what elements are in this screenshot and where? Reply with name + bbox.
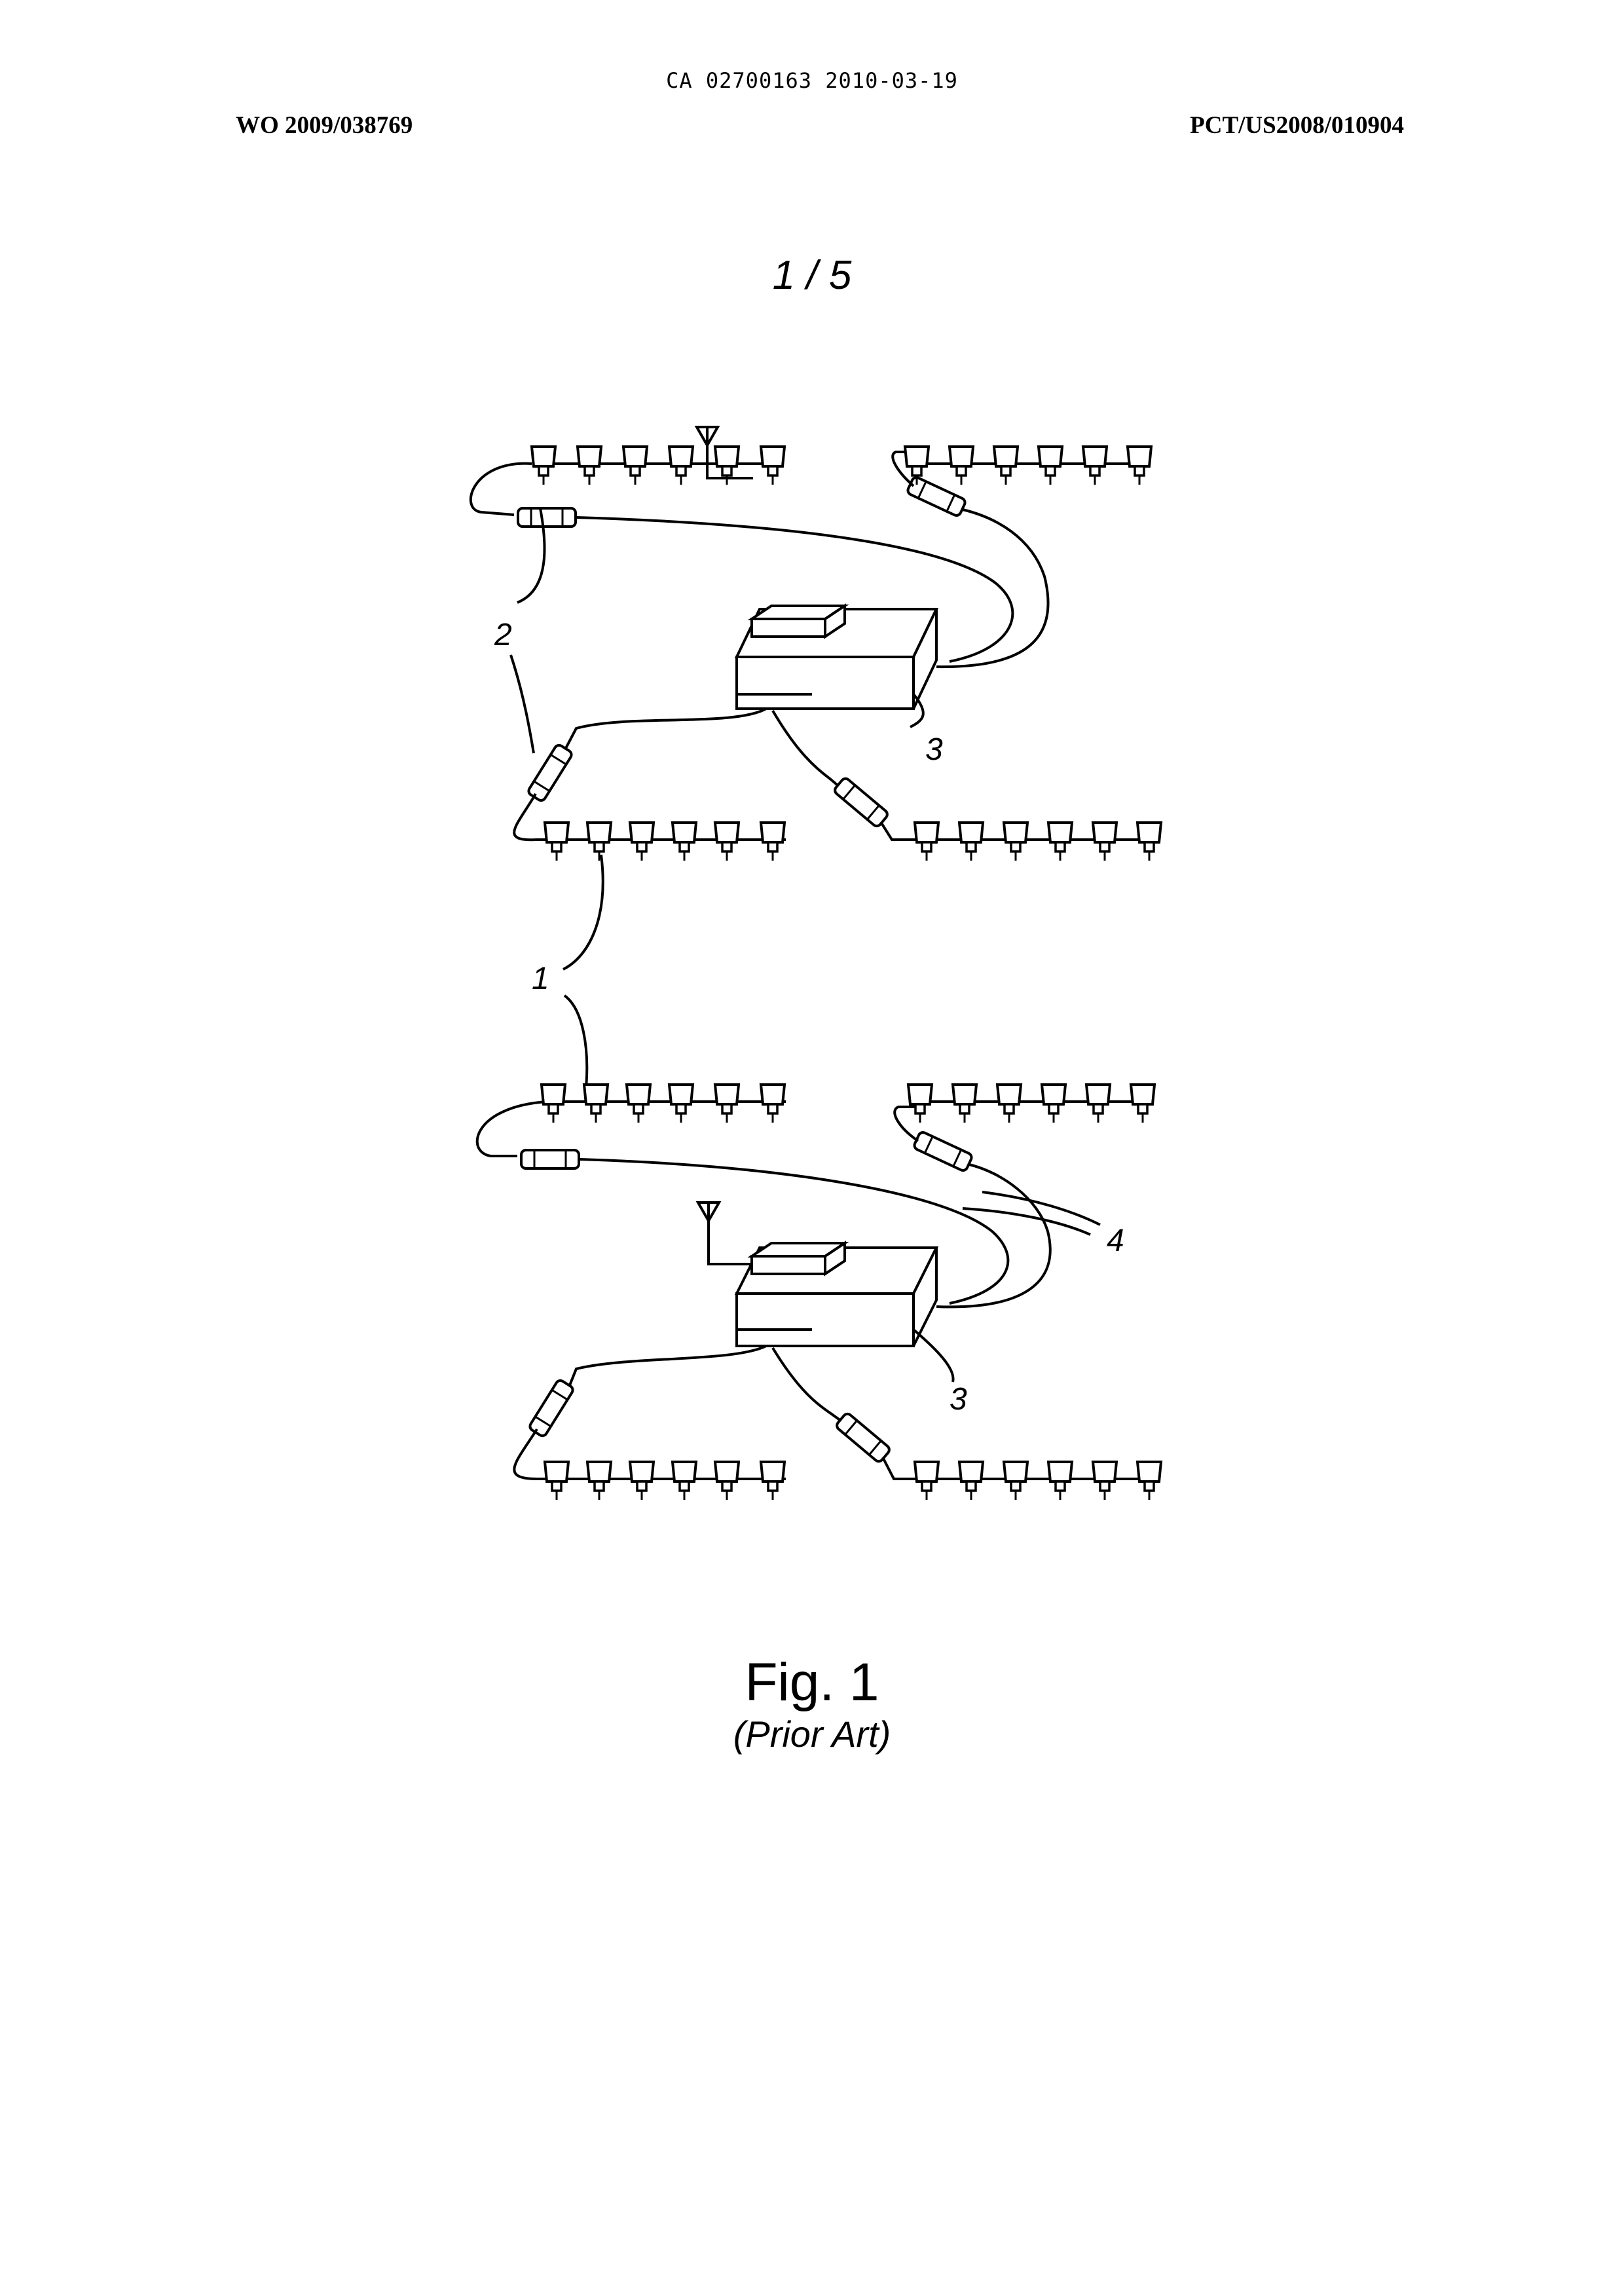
light-string <box>915 1462 1161 1500</box>
bulb-icon <box>761 1085 784 1123</box>
bulb-icon <box>542 1085 565 1123</box>
bulb-icon <box>908 1085 932 1123</box>
light-string <box>915 823 1161 861</box>
bulb-icon <box>673 1462 696 1500</box>
bulb-icon <box>1093 823 1116 861</box>
light-string <box>471 447 784 527</box>
bulb-icon <box>1004 823 1027 861</box>
figure-title: Fig. 1 <box>0 1656 1624 1709</box>
reference-label-3: 3 <box>925 732 943 767</box>
bulb-icon <box>761 1462 784 1500</box>
bulb-icon <box>623 447 647 485</box>
bulb-icon <box>915 1462 938 1500</box>
plug-connector <box>906 476 967 517</box>
bulb-icon <box>630 1462 654 1500</box>
bulb-icon <box>1131 1085 1154 1123</box>
bulb-icon <box>1083 447 1107 485</box>
plug-connector <box>835 1412 891 1463</box>
plug-connector <box>528 1379 574 1437</box>
bulb-icon <box>545 823 568 861</box>
bulb-icon <box>673 823 696 861</box>
bulb-icon <box>1042 1085 1065 1123</box>
bulb-icon <box>997 1085 1021 1123</box>
plug-connector <box>518 508 576 527</box>
bulb-icon <box>587 1462 611 1500</box>
bulb-icon <box>950 447 973 485</box>
bulb-icon <box>1128 447 1151 485</box>
reference-label-1: 1 <box>532 961 549 996</box>
bulb-icon <box>959 823 983 861</box>
bulb-icon <box>715 823 739 861</box>
bulb-icon <box>761 823 784 861</box>
reference-label-4: 4 <box>1107 1223 1124 1258</box>
bulb-icon <box>959 1462 983 1500</box>
light-string <box>477 1085 786 1168</box>
light-string <box>905 447 1151 485</box>
bulb-icon <box>578 447 601 485</box>
bulb-icon <box>1048 1462 1072 1500</box>
bulb-icon <box>1086 1085 1110 1123</box>
bulb-icon <box>587 823 611 861</box>
light-string <box>545 1462 786 1500</box>
bulb-icon <box>627 1085 650 1123</box>
bulb-icon <box>584 1085 608 1123</box>
bulb-icon <box>905 447 929 485</box>
plug-connector <box>521 1150 579 1168</box>
bulb-icon <box>761 447 784 485</box>
bulb-icon <box>715 1085 739 1123</box>
reference-label-3: 3 <box>950 1382 967 1417</box>
light-string <box>908 1085 1154 1123</box>
bulb-icon <box>669 447 693 485</box>
bulb-icon <box>1039 447 1062 485</box>
light-string <box>545 823 786 861</box>
bulb-icon <box>953 1085 976 1123</box>
plug-connector <box>913 1131 973 1172</box>
bulb-icon <box>915 823 938 861</box>
bulb-icon <box>1093 1462 1116 1500</box>
bulb-icon <box>1004 1462 1027 1500</box>
bulb-icon <box>532 447 555 485</box>
plug-connector <box>833 777 889 828</box>
bulb-icon <box>669 1085 693 1123</box>
bulb-icon <box>545 1462 568 1500</box>
figure-subtitle: (Prior Art) <box>0 1716 1624 1753</box>
reference-label-2: 2 <box>494 618 512 652</box>
bulb-icon <box>1137 823 1161 861</box>
bulb-icon <box>1048 823 1072 861</box>
bulb-icon <box>994 447 1018 485</box>
bulb-icon <box>630 823 654 861</box>
bulb-icon <box>715 1462 739 1500</box>
bulb-icon <box>1137 1462 1161 1500</box>
